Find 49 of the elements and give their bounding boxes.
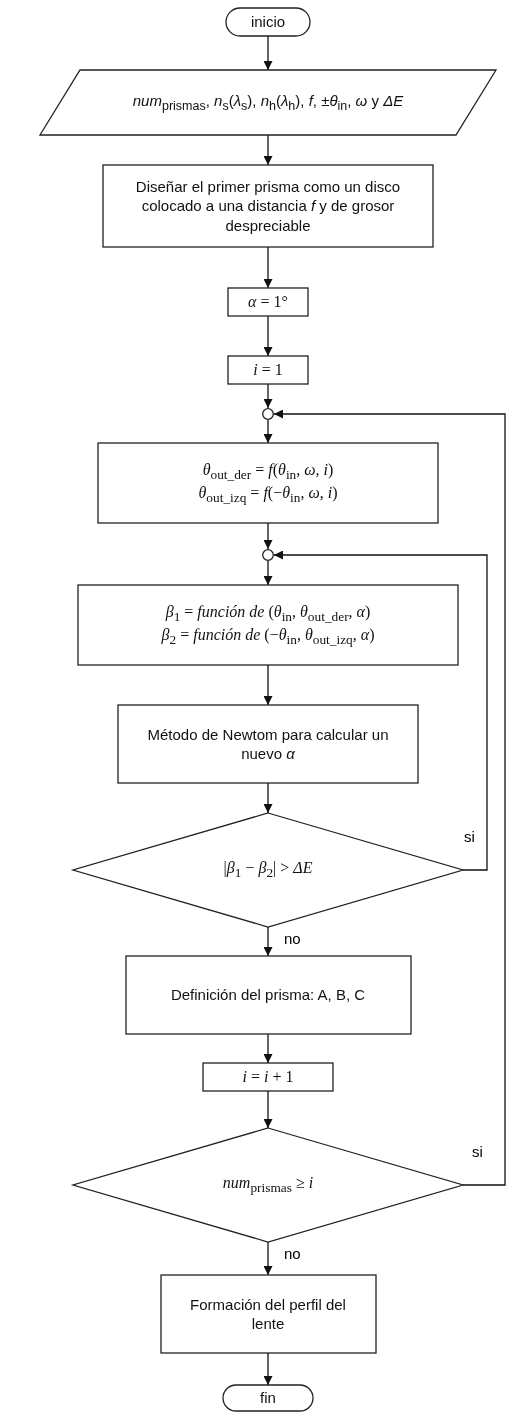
arrow bbox=[263, 246, 273, 289]
process-box bbox=[118, 705, 418, 783]
node-text: Definición del prisma: A, B, C bbox=[170, 985, 366, 1005]
node-text: i = i + 1 bbox=[242, 1066, 294, 1087]
node-text: |β$_{1}$ − β$_{2}$| > ΔE bbox=[223, 858, 313, 882]
node-text: β$_{1}$ = función de (θ$_{in}$, θ$_{out_der}$, α) bbox=[165, 601, 371, 625]
node-text: num$_{prismas}$ ≥ i bbox=[222, 1173, 314, 1197]
process-box bbox=[78, 585, 458, 665]
process-box bbox=[228, 288, 308, 316]
terminal-shape bbox=[223, 1385, 313, 1411]
process-box bbox=[228, 356, 308, 384]
node-text: θ$_{out_der}$ = f(θ$_{in}$, ω, i) bbox=[202, 459, 334, 483]
terminal-shape bbox=[226, 8, 310, 36]
node-text: β$_{2}$ = función de (−θ$_{in}$, θ$_{out_izq}$, α) bbox=[161, 625, 375, 649]
node-text: Diseñar el primer prisma como un disco colocado a una distancia f y de grosor despreciable bbox=[134, 176, 402, 236]
arrow bbox=[273, 550, 488, 871]
arrow bbox=[263, 134, 273, 166]
process-box bbox=[125, 956, 411, 1034]
arrow bbox=[273, 409, 506, 1186]
arrow bbox=[263, 560, 273, 586]
process-box bbox=[160, 1275, 376, 1353]
arrow bbox=[263, 782, 273, 814]
arrow bbox=[263, 926, 273, 957]
junction-circle bbox=[262, 408, 274, 420]
node-text: Formación del perfil del lente bbox=[189, 1294, 347, 1334]
node-text: Método de Newtom para calcular un nuevo α bbox=[146, 724, 390, 764]
process-box bbox=[98, 443, 438, 523]
arrow bbox=[263, 383, 273, 409]
node-text: fin bbox=[260, 1388, 276, 1408]
node-text: i = 1 bbox=[253, 359, 283, 380]
junction-circle bbox=[262, 549, 274, 561]
node-text: inicio bbox=[250, 12, 286, 32]
node-text: θ$_{out_izq}$ = f(−θ$_{in}$, ω, i) bbox=[198, 483, 338, 507]
decision-diamond bbox=[73, 813, 463, 927]
process-box bbox=[103, 165, 433, 247]
input-parallelogram bbox=[40, 70, 496, 135]
arrow bbox=[263, 664, 273, 706]
arrow bbox=[263, 1033, 273, 1064]
process-box bbox=[203, 1063, 333, 1091]
arrow bbox=[263, 1090, 273, 1129]
arrow bbox=[263, 419, 273, 444]
node-text: α = 1° bbox=[248, 291, 288, 312]
arrow bbox=[263, 1241, 273, 1276]
arrow bbox=[263, 315, 273, 357]
arrow bbox=[263, 522, 273, 550]
decision-diamond bbox=[73, 1128, 463, 1242]
arrow bbox=[263, 35, 273, 71]
node-text: num$_{prismas}$, n$_{s}$(λ$_{s}$), n$_{h}$(λ$_{h}$), f, ±θ$_{in}$, ω y ΔE bbox=[132, 90, 404, 115]
arrow bbox=[263, 1352, 273, 1386]
